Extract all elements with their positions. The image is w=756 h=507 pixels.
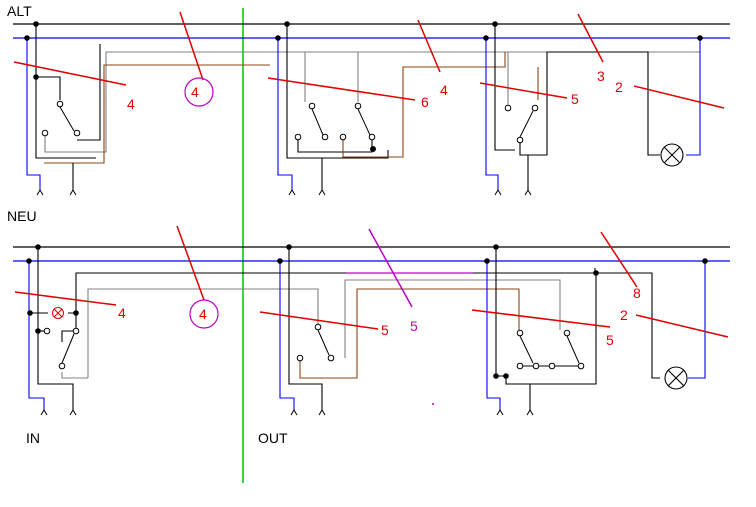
switch-icon xyxy=(294,102,376,152)
old-circuit xyxy=(13,11,730,196)
junction-dots-new xyxy=(26,244,708,379)
cable-count: 3 xyxy=(597,68,605,84)
cable-marks-new xyxy=(14,225,729,338)
cable-count: 2 xyxy=(620,307,628,323)
cable-marks-old xyxy=(13,11,725,109)
cable-count: 5 xyxy=(606,332,614,348)
switch-icon xyxy=(43,327,80,370)
terminal-arrows-old xyxy=(36,189,532,196)
indicator-lamp-icon xyxy=(52,307,64,319)
highlight-mark-new xyxy=(368,228,413,308)
highlight-circle-new xyxy=(189,299,219,329)
cable-count: 5 xyxy=(571,91,579,107)
label-new-section: NEU xyxy=(7,208,37,224)
lamp-icon xyxy=(660,143,684,167)
cable-count: 6 xyxy=(421,94,429,110)
switch-icon xyxy=(41,100,81,137)
cable-count: 4 xyxy=(199,306,207,322)
cable-count: 4 xyxy=(191,84,199,100)
switch-icon xyxy=(516,329,585,370)
switch-box-1-old xyxy=(26,24,700,190)
highlight-circle-old xyxy=(184,77,214,107)
cable-count: 5 xyxy=(410,318,418,334)
label-old-section: ALT xyxy=(7,3,32,19)
switch-box-2-old xyxy=(277,24,506,190)
switch-icon xyxy=(504,104,539,144)
label-in: IN xyxy=(26,430,40,446)
lamp-icon xyxy=(664,366,688,390)
cable-count: 2 xyxy=(615,79,623,95)
cable-count: 4 xyxy=(118,305,126,321)
junction-dots-old xyxy=(24,21,703,80)
switch-icon xyxy=(296,323,335,362)
cable-count: 4 xyxy=(127,96,135,112)
switch-box-3-old xyxy=(485,24,701,190)
cable-count: 4 xyxy=(440,82,448,98)
cable-count: 8 xyxy=(633,285,641,301)
new-circuit xyxy=(13,225,730,416)
switch-box-1-new xyxy=(28,247,596,410)
cable-count: 5 xyxy=(381,322,389,338)
label-out: OUT xyxy=(258,430,288,446)
terminal-arrows-new xyxy=(40,409,534,416)
switch-box-2-new xyxy=(279,247,561,410)
